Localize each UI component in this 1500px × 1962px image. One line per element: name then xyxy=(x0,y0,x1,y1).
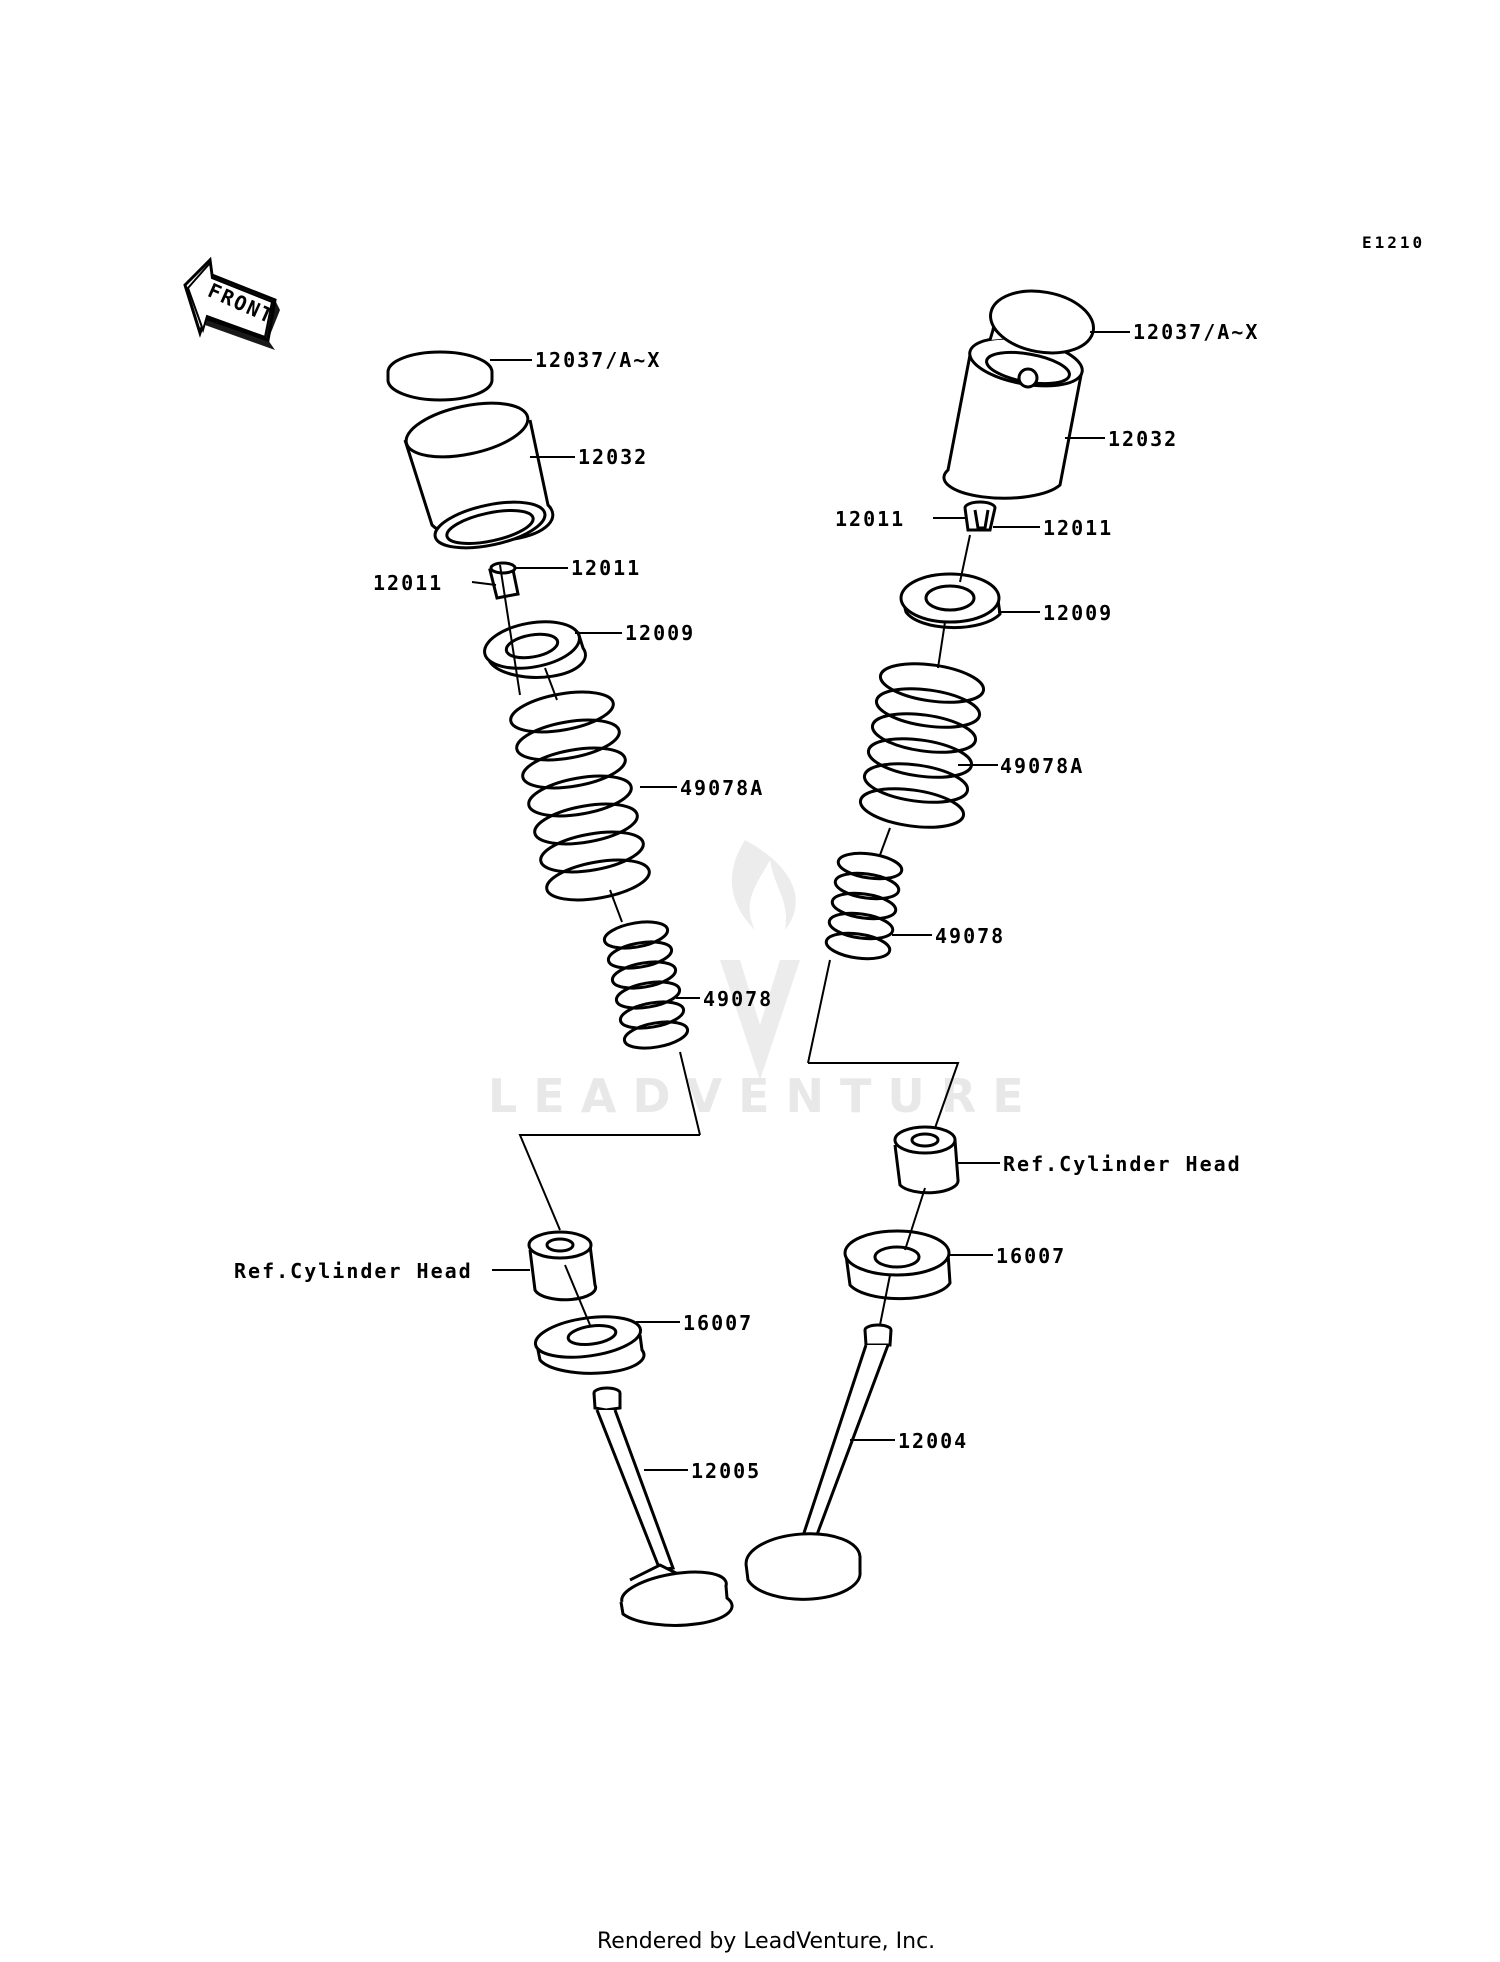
right-retainer-label: 12009 xyxy=(1043,601,1113,625)
left-inner-spring-label: 49078 xyxy=(703,987,773,1011)
right-valve xyxy=(744,1323,893,1601)
left-leader-lines xyxy=(471,359,701,1471)
right-tappet xyxy=(942,336,1084,500)
watermark-text: LEADVENTURE xyxy=(488,1069,1040,1123)
left-tappet-label: 12032 xyxy=(578,445,648,469)
right-cotter-label-left: 12011 xyxy=(835,507,905,531)
left-seal-label: 16007 xyxy=(683,1311,753,1335)
right-cotter xyxy=(963,500,997,532)
right-tappet-label: 12032 xyxy=(1108,427,1178,451)
left-cotter-label-left: 12011 xyxy=(373,571,443,595)
right-valve-guide xyxy=(893,1125,960,1195)
left-cotter xyxy=(488,561,520,600)
left-ref-label: Ref.Cylinder Head xyxy=(234,1259,473,1283)
footer-credit: Rendered by LeadVenture, Inc. xyxy=(597,1929,935,1954)
right-leader-lines xyxy=(807,331,1130,1441)
left-inner-spring xyxy=(602,920,690,1050)
right-valve-assembly: 12037/A~X 12032 12011 12011 12009 49078A… xyxy=(744,289,1259,1601)
left-outer-spring xyxy=(509,690,651,902)
right-shim xyxy=(988,289,1095,355)
left-retainer xyxy=(483,620,587,679)
front-arrow-icon: FRONT xyxy=(183,256,280,350)
right-seal-label: 16007 xyxy=(996,1244,1066,1268)
right-ref-label: Ref.Cylinder Head xyxy=(1003,1152,1242,1176)
left-cotter-label-right: 12011 xyxy=(571,556,641,580)
left-valve-assembly: 12037/A~X 12032 12011 12011 12009 49078A… xyxy=(234,348,773,1627)
right-cotter-label-right: 12011 xyxy=(1043,516,1113,540)
left-tappet xyxy=(403,401,555,550)
diagram-code: E1210 xyxy=(1362,233,1425,252)
right-outer-spring xyxy=(858,662,986,829)
watermark: LEADVENTURE xyxy=(488,840,1040,1123)
left-outer-spring-label: 49078A xyxy=(680,776,764,800)
right-inner-spring-label: 49078 xyxy=(935,924,1005,948)
left-retainer-label: 12009 xyxy=(625,621,695,645)
left-valve-guide xyxy=(527,1230,598,1302)
left-shim xyxy=(386,350,494,402)
right-valve-seal xyxy=(843,1229,952,1301)
left-shim-label: 12037/A~X xyxy=(535,348,661,372)
right-inner-spring xyxy=(824,851,904,961)
right-valve-label: 12004 xyxy=(898,1429,968,1453)
right-retainer xyxy=(899,572,1002,630)
left-valve-label: 12005 xyxy=(691,1459,761,1483)
left-valve xyxy=(592,1386,734,1627)
right-shim-label: 12037/A~X xyxy=(1133,320,1259,344)
left-valve-seal xyxy=(533,1315,646,1375)
right-outer-spring-label: 49078A xyxy=(1000,754,1084,778)
